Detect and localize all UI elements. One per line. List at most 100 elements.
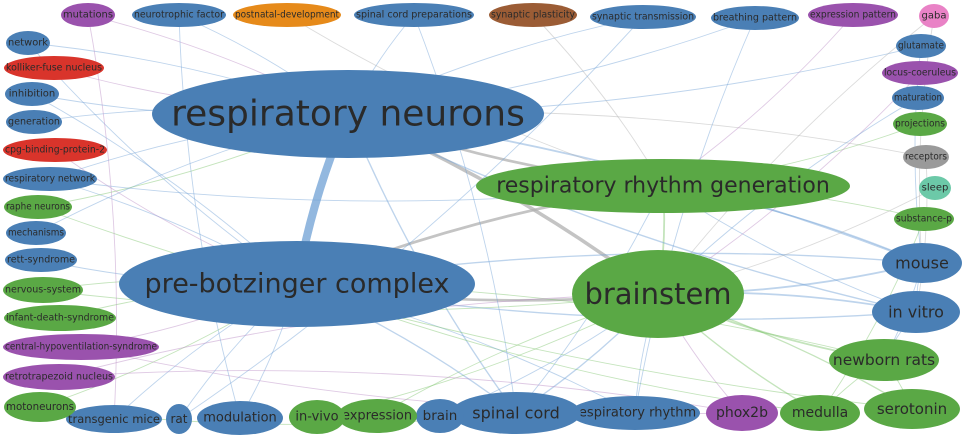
node-synaptic-transmission-label: synaptic transmission — [592, 12, 694, 23]
node-brain-label: brain — [423, 408, 458, 424]
node-neurotrophic-factor-shape — [132, 3, 226, 27]
node-nervous-system-shape — [3, 277, 83, 303]
node-central-hypoventilation-syndrome[interactable]: central-hypoventilation-syndrome — [3, 334, 159, 360]
node-infant-death-syndrome-label: infant-death-syndrome — [6, 313, 114, 324]
node-respiratory-network[interactable]: respiratory network — [3, 167, 97, 191]
node-pre-botzinger-complex[interactable]: pre-botzinger complex — [119, 241, 475, 327]
node-network[interactable]: network — [6, 31, 50, 55]
node-in-vitro[interactable]: in vitro — [872, 291, 960, 333]
node-inhibition-label: inhibition — [9, 89, 56, 100]
node-newborn-rats[interactable]: newborn rats — [829, 339, 939, 381]
node-sleep[interactable]: sleep — [919, 176, 951, 200]
node-retrotrapezoid-nucleus[interactable]: retrotrapezoid nucleus — [3, 364, 115, 390]
node-respiratory-rhythm-label: respiratory rhythm — [574, 406, 696, 421]
node-phox2b-label: phox2b — [716, 405, 768, 421]
node-newborn-rats-shape — [829, 339, 939, 381]
node-glutamate-shape — [896, 34, 946, 58]
node-synaptic-transmission[interactable]: synaptic transmission — [590, 5, 696, 29]
node-motoneurons-label: motoneurons — [6, 401, 74, 413]
node-neurotrophic-factor-label: neurotrophic factor — [134, 10, 225, 21]
node-substance-p[interactable]: substance-p — [894, 207, 954, 231]
node-rett-syndrome-shape — [5, 248, 77, 272]
node-receptors[interactable]: receptors — [903, 145, 949, 169]
node-expression-label: expression — [342, 409, 412, 424]
node-brainstem-shape — [572, 250, 744, 338]
node-projections-label: projections — [895, 119, 945, 130]
node-neurotrophic-factor[interactable]: neurotrophic factor — [132, 3, 226, 27]
node-glutamate-label: glutamate — [898, 41, 944, 52]
node-nervous-system[interactable]: nervous-system — [3, 277, 83, 303]
node-in-vitro-shape — [872, 291, 960, 333]
node-medulla[interactable]: medulla — [780, 395, 860, 431]
node-synaptic-plasticity-label: synaptic plasticity — [491, 10, 575, 21]
node-network-label: network — [8, 38, 48, 49]
node-mouse-shape — [882, 243, 962, 283]
node-synaptic-plasticity[interactable]: synaptic plasticity — [489, 3, 577, 27]
node-spinal-cord-shape — [451, 392, 581, 434]
node-receptors-label: receptors — [905, 152, 947, 163]
node-respiratory-neurons[interactable]: respiratory neurons — [152, 70, 544, 158]
node-glutamate[interactable]: glutamate — [896, 34, 946, 58]
node-gaba[interactable]: gaba — [919, 4, 949, 28]
node-kolliker-fuse-nucleus-label: kolliker-fuse nucleus — [6, 63, 102, 74]
node-cpg-binding-protein-2-shape — [3, 138, 107, 162]
node-gaba-shape — [919, 4, 949, 28]
node-central-hypoventilation-syndrome-shape — [3, 334, 159, 360]
node-spinal-cord-preparations[interactable]: spinal cord preparations — [354, 3, 474, 27]
node-synaptic-plasticity-shape — [489, 3, 577, 27]
node-breathing-pattern-shape — [711, 6, 799, 30]
node-phox2b[interactable]: phox2b — [706, 395, 778, 431]
node-rat[interactable]: rat — [166, 404, 192, 434]
node-modulation[interactable]: modulation — [197, 401, 283, 435]
node-respiratory-rhythm-generation-label: respiratory rhythm generation — [496, 174, 830, 199]
node-mouse[interactable]: mouse — [882, 243, 962, 283]
node-respiratory-rhythm[interactable]: respiratory rhythm — [570, 396, 700, 430]
node-kolliker-fuse-nucleus[interactable]: kolliker-fuse nucleus — [4, 56, 104, 80]
node-retrotrapezoid-nucleus-shape — [3, 364, 115, 390]
node-expression[interactable]: expression — [337, 399, 417, 433]
node-in-vitro-label: in vitro — [888, 303, 944, 322]
node-expression-pattern-label: expression pattern — [810, 10, 896, 21]
edge-modulation-neurotrophic-factor — [178, 14, 241, 419]
node-respiratory-rhythm-generation[interactable]: respiratory rhythm generation — [476, 159, 850, 213]
node-brain[interactable]: brain — [416, 399, 464, 433]
node-infant-death-syndrome[interactable]: infant-death-syndrome — [4, 305, 116, 331]
node-projections[interactable]: projections — [893, 112, 947, 136]
node-spinal-cord-label: spinal cord — [472, 404, 559, 423]
node-serotonin[interactable]: serotonin — [864, 389, 960, 429]
node-maturation-label: maturation — [894, 93, 942, 104]
node-brainstem-label: brainstem — [584, 277, 731, 311]
node-substance-p-label: substance-p — [896, 214, 952, 225]
node-mechanisms[interactable]: mechanisms — [6, 221, 66, 245]
node-cpg-binding-protein-2-label: cpg-binding-protein-2 — [5, 145, 105, 156]
node-modulation-label: modulation — [203, 411, 277, 426]
node-maturation[interactable]: maturation — [892, 86, 944, 110]
node-respiratory-network-shape — [3, 167, 97, 191]
node-in-vivo[interactable]: in-vivo — [289, 400, 345, 434]
node-mutations-label: mutations — [63, 10, 113, 21]
node-postnatal-development-shape — [233, 3, 341, 27]
node-inhibition[interactable]: inhibition — [5, 82, 59, 106]
node-mutations-shape — [61, 3, 115, 27]
node-cpg-binding-protein-2[interactable]: cpg-binding-protein-2 — [3, 138, 107, 162]
node-raphe-neurons[interactable]: raphe neurons — [4, 195, 72, 219]
node-rett-syndrome[interactable]: rett-syndrome — [5, 248, 77, 272]
node-locus-coeruleus[interactable]: locus-coeruleus — [882, 61, 958, 85]
node-pre-botzinger-complex-label: pre-botzinger complex — [145, 269, 450, 300]
node-spinal-cord[interactable]: spinal cord — [451, 392, 581, 434]
node-breathing-pattern[interactable]: breathing pattern — [711, 6, 799, 30]
node-transgenic-mice[interactable]: transgenic mice — [66, 405, 162, 433]
node-expression-pattern[interactable]: expression pattern — [808, 3, 898, 27]
node-mechanisms-label: mechanisms — [8, 228, 64, 239]
node-motoneurons[interactable]: motoneurons — [4, 392, 76, 422]
node-expression-shape — [337, 399, 417, 433]
node-generation[interactable]: generation — [6, 110, 62, 134]
node-postnatal-development-label: postnatal-development — [235, 10, 339, 21]
node-locus-coeruleus-label: locus-coeruleus — [884, 68, 956, 79]
node-gaba-label: gaba — [922, 11, 947, 22]
node-infant-death-syndrome-shape — [4, 305, 116, 331]
node-brainstem[interactable]: brainstem — [572, 250, 744, 338]
node-postnatal-development[interactable]: postnatal-development — [233, 3, 341, 27]
node-mutations[interactable]: mutations — [61, 3, 115, 27]
